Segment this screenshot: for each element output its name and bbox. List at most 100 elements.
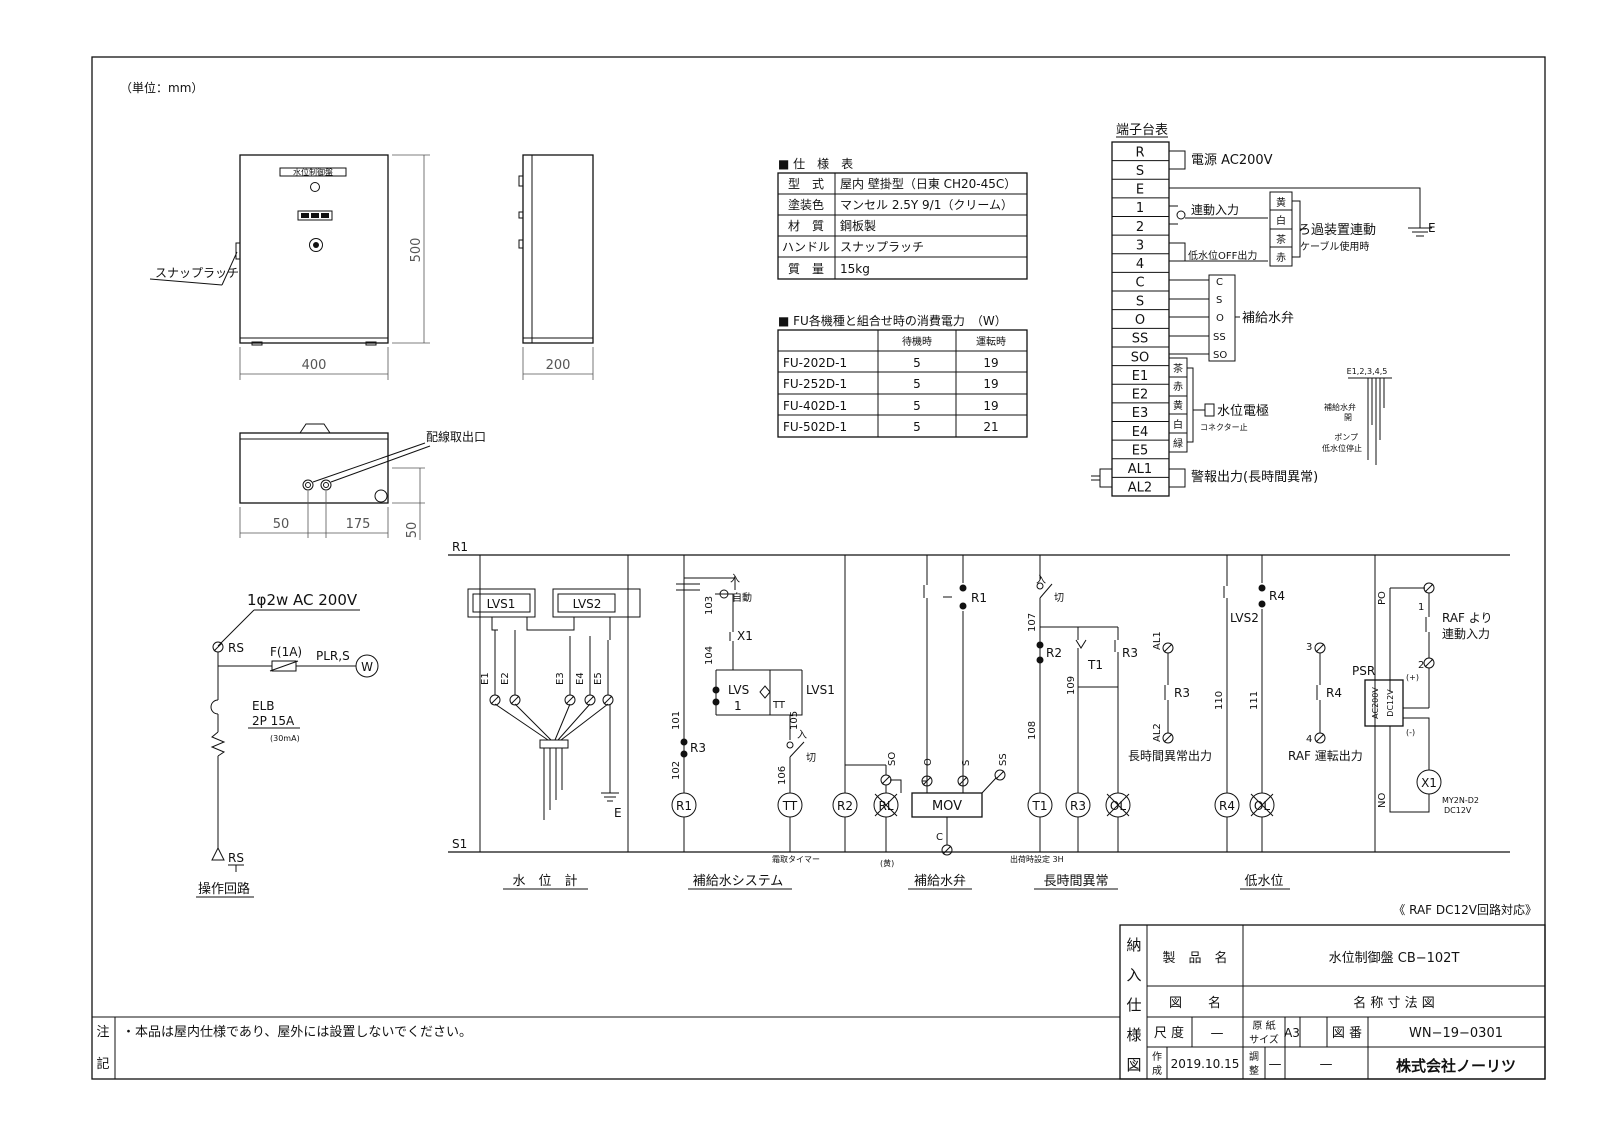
terminal-label: E3 (1132, 406, 1149, 421)
ol-lamp: OL (1110, 799, 1126, 813)
lvs1-box: LVS1 (487, 597, 516, 611)
terminal-label: SS (1132, 332, 1149, 347)
tt-note: 霜取タイマー (772, 855, 820, 864)
tb-paper-label2: サイズ (1249, 1033, 1279, 1046)
raf-note: 《 RAF DC12V回路対応》 (1393, 902, 1537, 917)
rs-bottom-label: RS (228, 851, 244, 865)
auto-label: 自動 (732, 591, 752, 604)
tt-coil: TT (782, 799, 798, 813)
s-term: S (961, 760, 972, 766)
electrode-terminal (509, 694, 521, 706)
electrode-terminal (584, 694, 596, 706)
tb-made-label2: 成 (1152, 1065, 1162, 1077)
long-on: 入 (1036, 575, 1046, 586)
terminal-label: SO (1131, 350, 1149, 365)
power-cell-2-1: 5 (913, 399, 921, 413)
psr-dc: DC12V (1386, 689, 1395, 717)
wire-102: 102 (671, 761, 682, 780)
tb-vert-3: 様 (1126, 1026, 1141, 1044)
no-label: NO (1377, 793, 1388, 808)
tb-check-label2: 整 (1249, 1064, 1259, 1077)
lvs2-box: LVS2 (573, 597, 602, 611)
panel-nameplate: 水位制御盤 (293, 167, 333, 177)
wire-110: 110 (1214, 691, 1225, 710)
tb-drawing: 名 称 寸 法 図 (1353, 995, 1435, 1011)
elb-ma: (30mA) (270, 734, 300, 743)
al1-term: AL1 (1152, 631, 1163, 650)
supply-label: 1φ2w AC 200V (247, 591, 358, 609)
terminal-label: 4 (1136, 257, 1144, 272)
color-a1: 白 (1276, 214, 1286, 227)
electrode-terminal-slash (603, 695, 613, 705)
wiring-port-label: 配線取出口 (426, 429, 486, 444)
r3-contact-b: R3 (1122, 646, 1138, 660)
op-circuit-label: 操作回路 (198, 881, 250, 897)
tb-drawing-label: 図 名 (1169, 995, 1221, 1011)
x1-contact: X1 (737, 629, 753, 643)
spec-k3: ハンドル (782, 240, 830, 254)
r3-contact: R3 (690, 741, 706, 755)
electrode-terminal-slash (490, 695, 500, 705)
term-2: 2 (1418, 660, 1424, 671)
term-1: 1 (1418, 602, 1424, 613)
terminal-label: 3 (1136, 238, 1144, 253)
power-cell-2-0: FU-402D-1 (783, 399, 847, 413)
dim-bottom-mid: 175 (346, 517, 371, 532)
snap-latch-label: スナップラッチ (155, 266, 239, 280)
tb-made-label1: 作 (1152, 1051, 1162, 1063)
spec-title: ■ 仕 様 表 (778, 157, 853, 171)
tb-paper-label1: 原 紙 (1252, 1019, 1275, 1032)
electrode-label: 水位電極 (1217, 403, 1269, 419)
terminal-title: 端子台表 (1116, 123, 1168, 138)
electrode-terminal-slash (565, 695, 575, 705)
power-cell-2-2: 19 (983, 399, 998, 413)
section-makeup: 補給水システム (693, 874, 784, 889)
r4-contact-b: R4 (1326, 686, 1342, 700)
wire-111: 111 (1249, 691, 1260, 710)
term-4: 4 (1306, 734, 1312, 745)
mov-box: MOV (932, 799, 962, 814)
valve-label: 補給水弁 (1242, 311, 1294, 326)
long-out: 長時間異常出力 (1128, 749, 1212, 763)
probe-note2: ポンプ (1334, 433, 1358, 442)
tb-number: WN−19−0301 (1409, 1026, 1503, 1041)
tb-paper: A3 (1284, 1026, 1300, 1040)
terminal-power: 電源 AC200V (1191, 153, 1273, 168)
t1-note: 出荷時設定 3H (1010, 854, 1064, 864)
power-cell-1-1: 5 (913, 377, 921, 391)
tb-product: 水位制御盤 CB−102T (1329, 951, 1460, 966)
tb-number-label: 図 番 (1332, 1026, 1362, 1041)
lvs2-contact: LVS2 (1230, 611, 1259, 625)
tb-check: — (1269, 1057, 1282, 1072)
elb-label: ELB (252, 699, 275, 713)
term-3: 3 (1306, 642, 1312, 653)
valve-t0: C (1216, 277, 1223, 288)
plr-label: PLR,S (316, 649, 350, 663)
makeup-on: 入 (797, 730, 807, 741)
lvs1-contact: LVS1 (806, 683, 835, 697)
terminal-low-off: 低水位OFF出力 (1188, 249, 1257, 262)
e5-term: E5 (593, 672, 604, 685)
power-h2: 運転時 (976, 336, 1006, 348)
s1-label: S1 (452, 837, 467, 851)
rl-lamp: RL (878, 799, 893, 813)
power-cell-0-0: FU-202D-1 (783, 356, 847, 370)
spec-v4: 15kg (840, 262, 870, 276)
terminal-label: E2 (1132, 388, 1149, 403)
terminal-interlock: 連動入力 (1191, 203, 1239, 217)
probe-note3: 低水位停止 (1322, 443, 1362, 453)
color-a0: 黄 (1276, 196, 1286, 209)
raf-in2: 連動入力 (1442, 627, 1490, 641)
terminal-label: E4 (1132, 425, 1149, 440)
power-h1: 待機時 (902, 335, 932, 348)
color-b3: 白 (1173, 418, 1183, 431)
dim-height: 500 (409, 238, 424, 263)
e2-term: E2 (500, 672, 511, 685)
section-low: 低水位 (1244, 874, 1283, 889)
tb-check-label1: 調 (1249, 1050, 1259, 1063)
tb-vert-1: 入 (1126, 966, 1141, 984)
e1-term: E1 (480, 672, 491, 685)
o-term: O (923, 758, 934, 766)
r4-contact: R4 (1269, 589, 1285, 603)
note-label2: 記 (96, 1056, 109, 1072)
